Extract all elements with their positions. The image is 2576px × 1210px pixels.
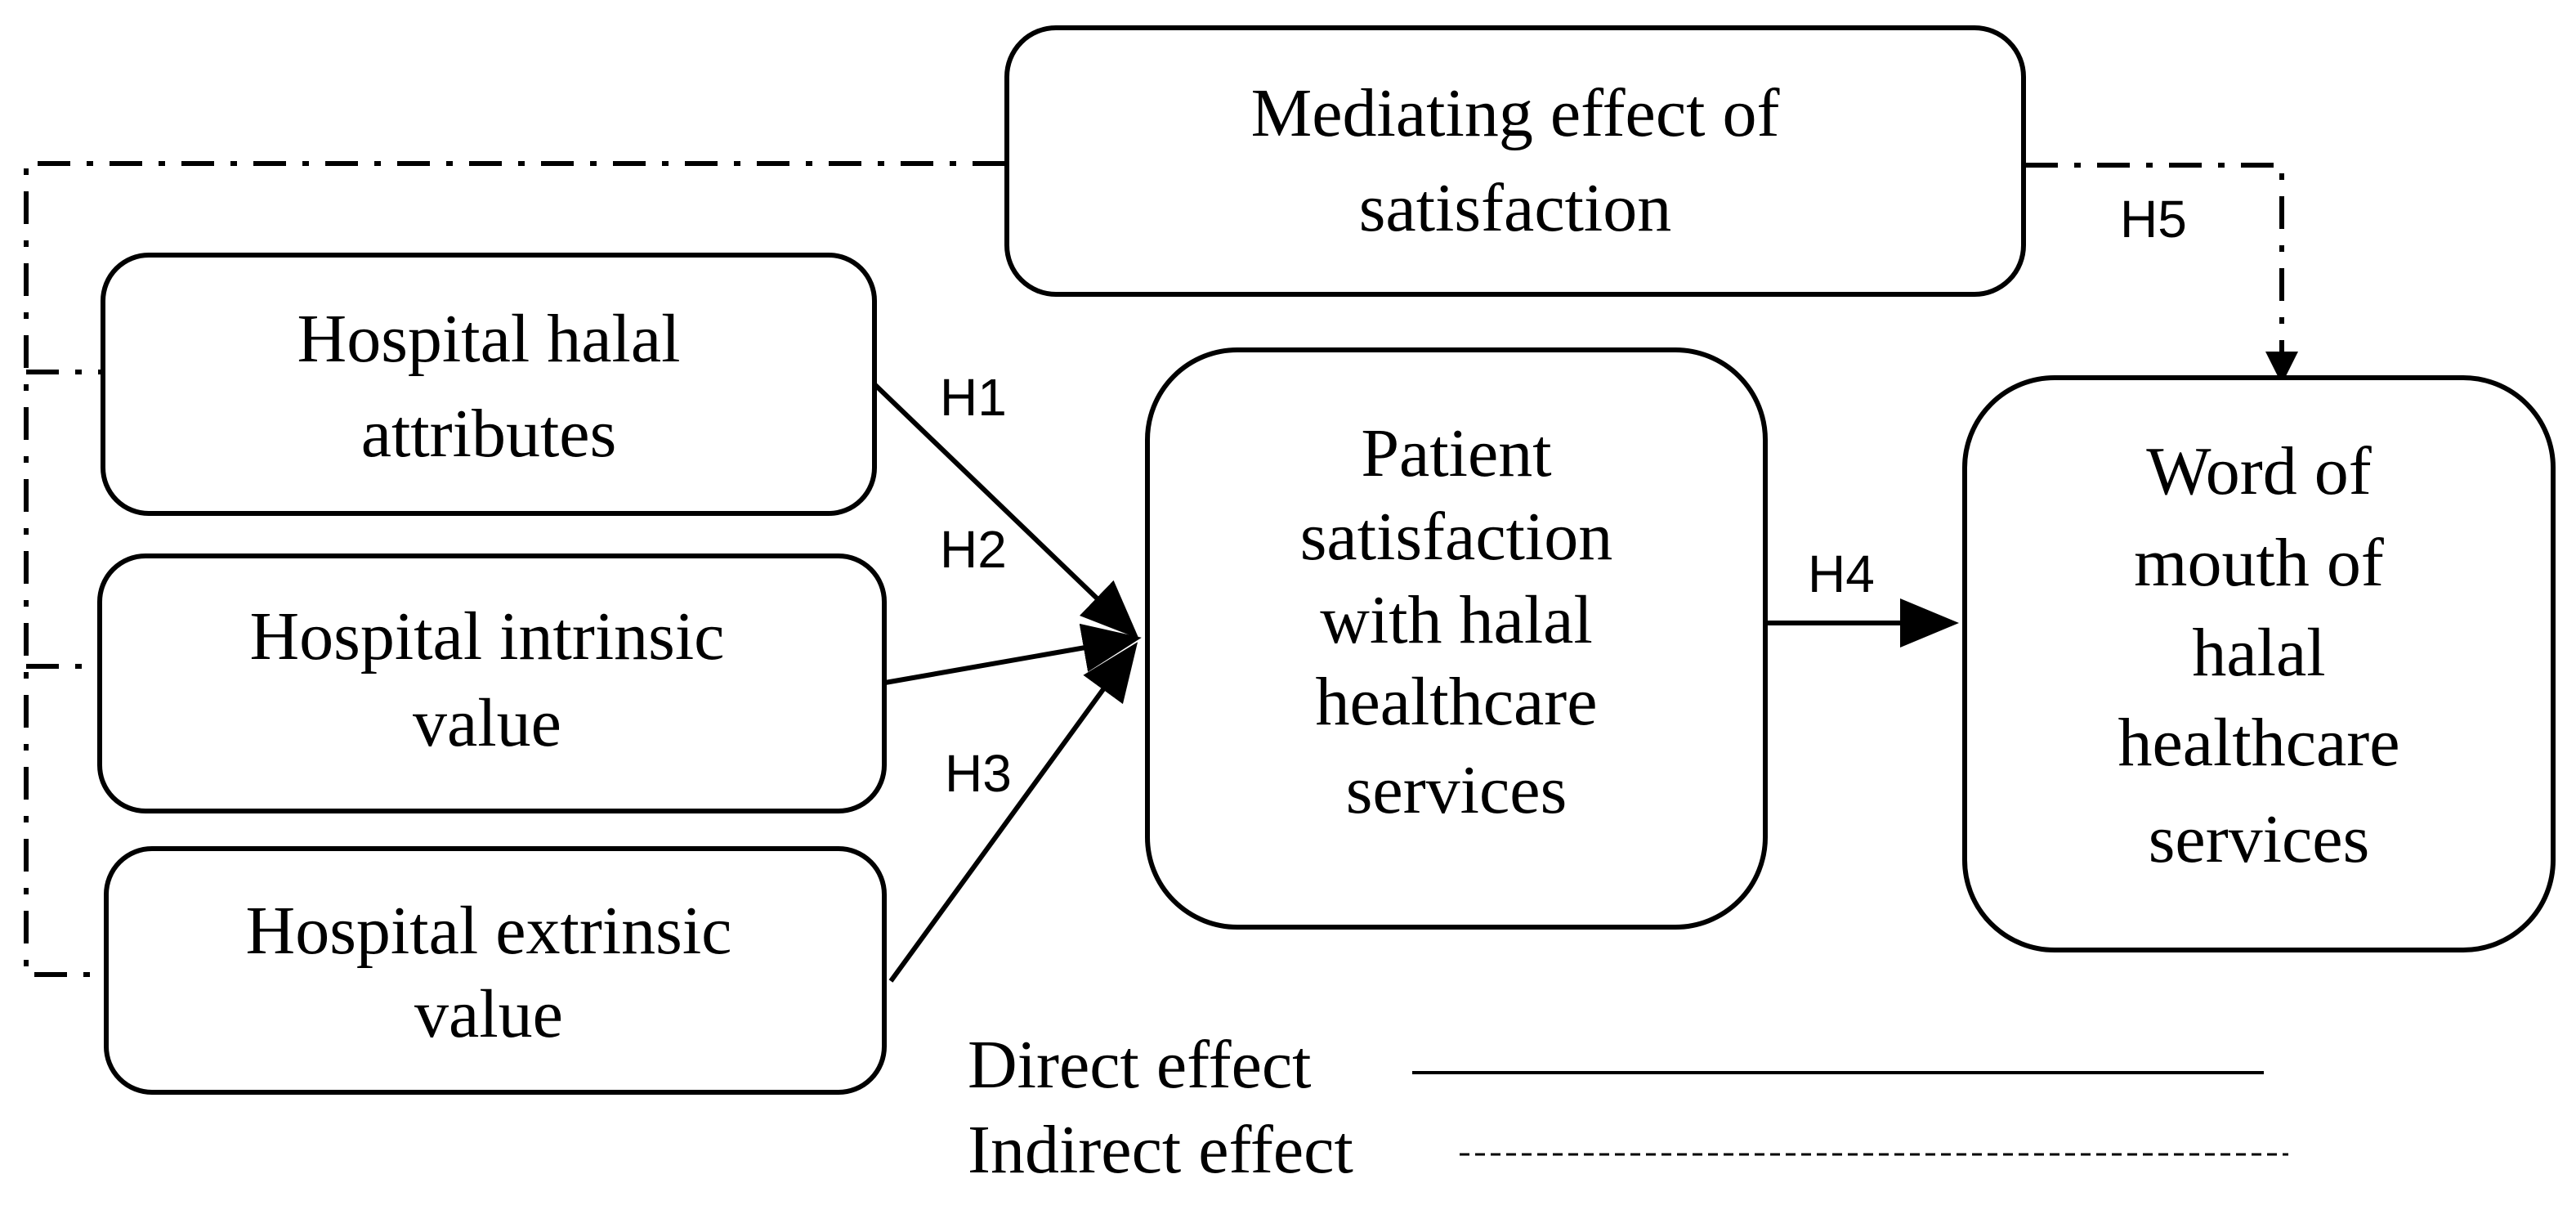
indirect-path-top bbox=[24, 161, 1005, 977]
arrow-h1 bbox=[872, 382, 1139, 639]
node-word-of-mouth-line-3: halal bbox=[2192, 615, 2325, 691]
node-patient-satisfaction-line-2: satisfaction bbox=[1300, 499, 1613, 575]
legend: Direct effect Indirect effect bbox=[968, 1027, 2288, 1188]
node-word-of-mouth: Word of mouth of halal healthcare servic… bbox=[1962, 375, 2556, 952]
node-patient-satisfaction-line-3: with halal bbox=[1320, 582, 1593, 658]
label-h5: H5 bbox=[2120, 190, 2187, 249]
node-word-of-mouth-line-5: services bbox=[2149, 801, 2370, 877]
node-extrinsic-value-line-2: value bbox=[414, 976, 563, 1052]
label-h4: H4 bbox=[1808, 544, 1875, 603]
node-hospital-halal-attributes: Hospital halal attributes bbox=[101, 253, 877, 516]
node-word-of-mouth-line-1: Word of bbox=[2146, 433, 2372, 509]
node-hospital-intrinsic-value: Hospital intrinsic value bbox=[97, 553, 887, 813]
arrow-h3 bbox=[888, 642, 1138, 983]
node-extrinsic-value-line-1: Hospital extrinsic bbox=[246, 893, 732, 969]
node-word-of-mouth-line-4: healthcare bbox=[2118, 705, 2399, 781]
node-mediating-line-1: Mediating effect of bbox=[1251, 75, 1780, 151]
node-patient-satisfaction-line-5: services bbox=[1346, 752, 1568, 828]
label-h3: H3 bbox=[945, 744, 1012, 803]
node-halal-attributes-line-1: Hospital halal bbox=[297, 301, 681, 377]
legend-indirect-label: Indirect effect bbox=[968, 1112, 1353, 1188]
node-intrinsic-value-line-2: value bbox=[413, 685, 561, 761]
node-word-of-mouth-line-2: mouth of bbox=[2134, 525, 2384, 601]
node-halal-attributes-line-2: attributes bbox=[361, 396, 617, 472]
indirect-effect-bracket bbox=[24, 161, 2298, 977]
node-patient-satisfaction: Patient satisfaction with halal healthca… bbox=[1145, 347, 1768, 930]
node-patient-satisfaction-line-1: Patient bbox=[1361, 415, 1551, 491]
node-mediating-line-2: satisfaction bbox=[1359, 170, 1672, 246]
hypothesis-labels: H1 H2 H3 H4 H5 bbox=[940, 190, 2187, 803]
node-mediating-effect: Mediating effect of satisfaction bbox=[1004, 25, 2026, 297]
indirect-arrowhead bbox=[2265, 352, 2298, 384]
node-hospital-extrinsic-value: Hospital extrinsic value bbox=[104, 846, 887, 1095]
legend-direct-label: Direct effect bbox=[968, 1027, 1312, 1103]
label-h1: H1 bbox=[940, 368, 1007, 427]
direct-effect-arrows bbox=[872, 382, 1959, 983]
label-h2: H2 bbox=[940, 520, 1007, 579]
node-patient-satisfaction-line-4: healthcare bbox=[1315, 664, 1597, 740]
indirect-path-to-word-of-mouth bbox=[2025, 163, 2284, 370]
node-intrinsic-value-line-1: Hospital intrinsic bbox=[250, 598, 725, 674]
arrow-h2 bbox=[884, 623, 1142, 685]
